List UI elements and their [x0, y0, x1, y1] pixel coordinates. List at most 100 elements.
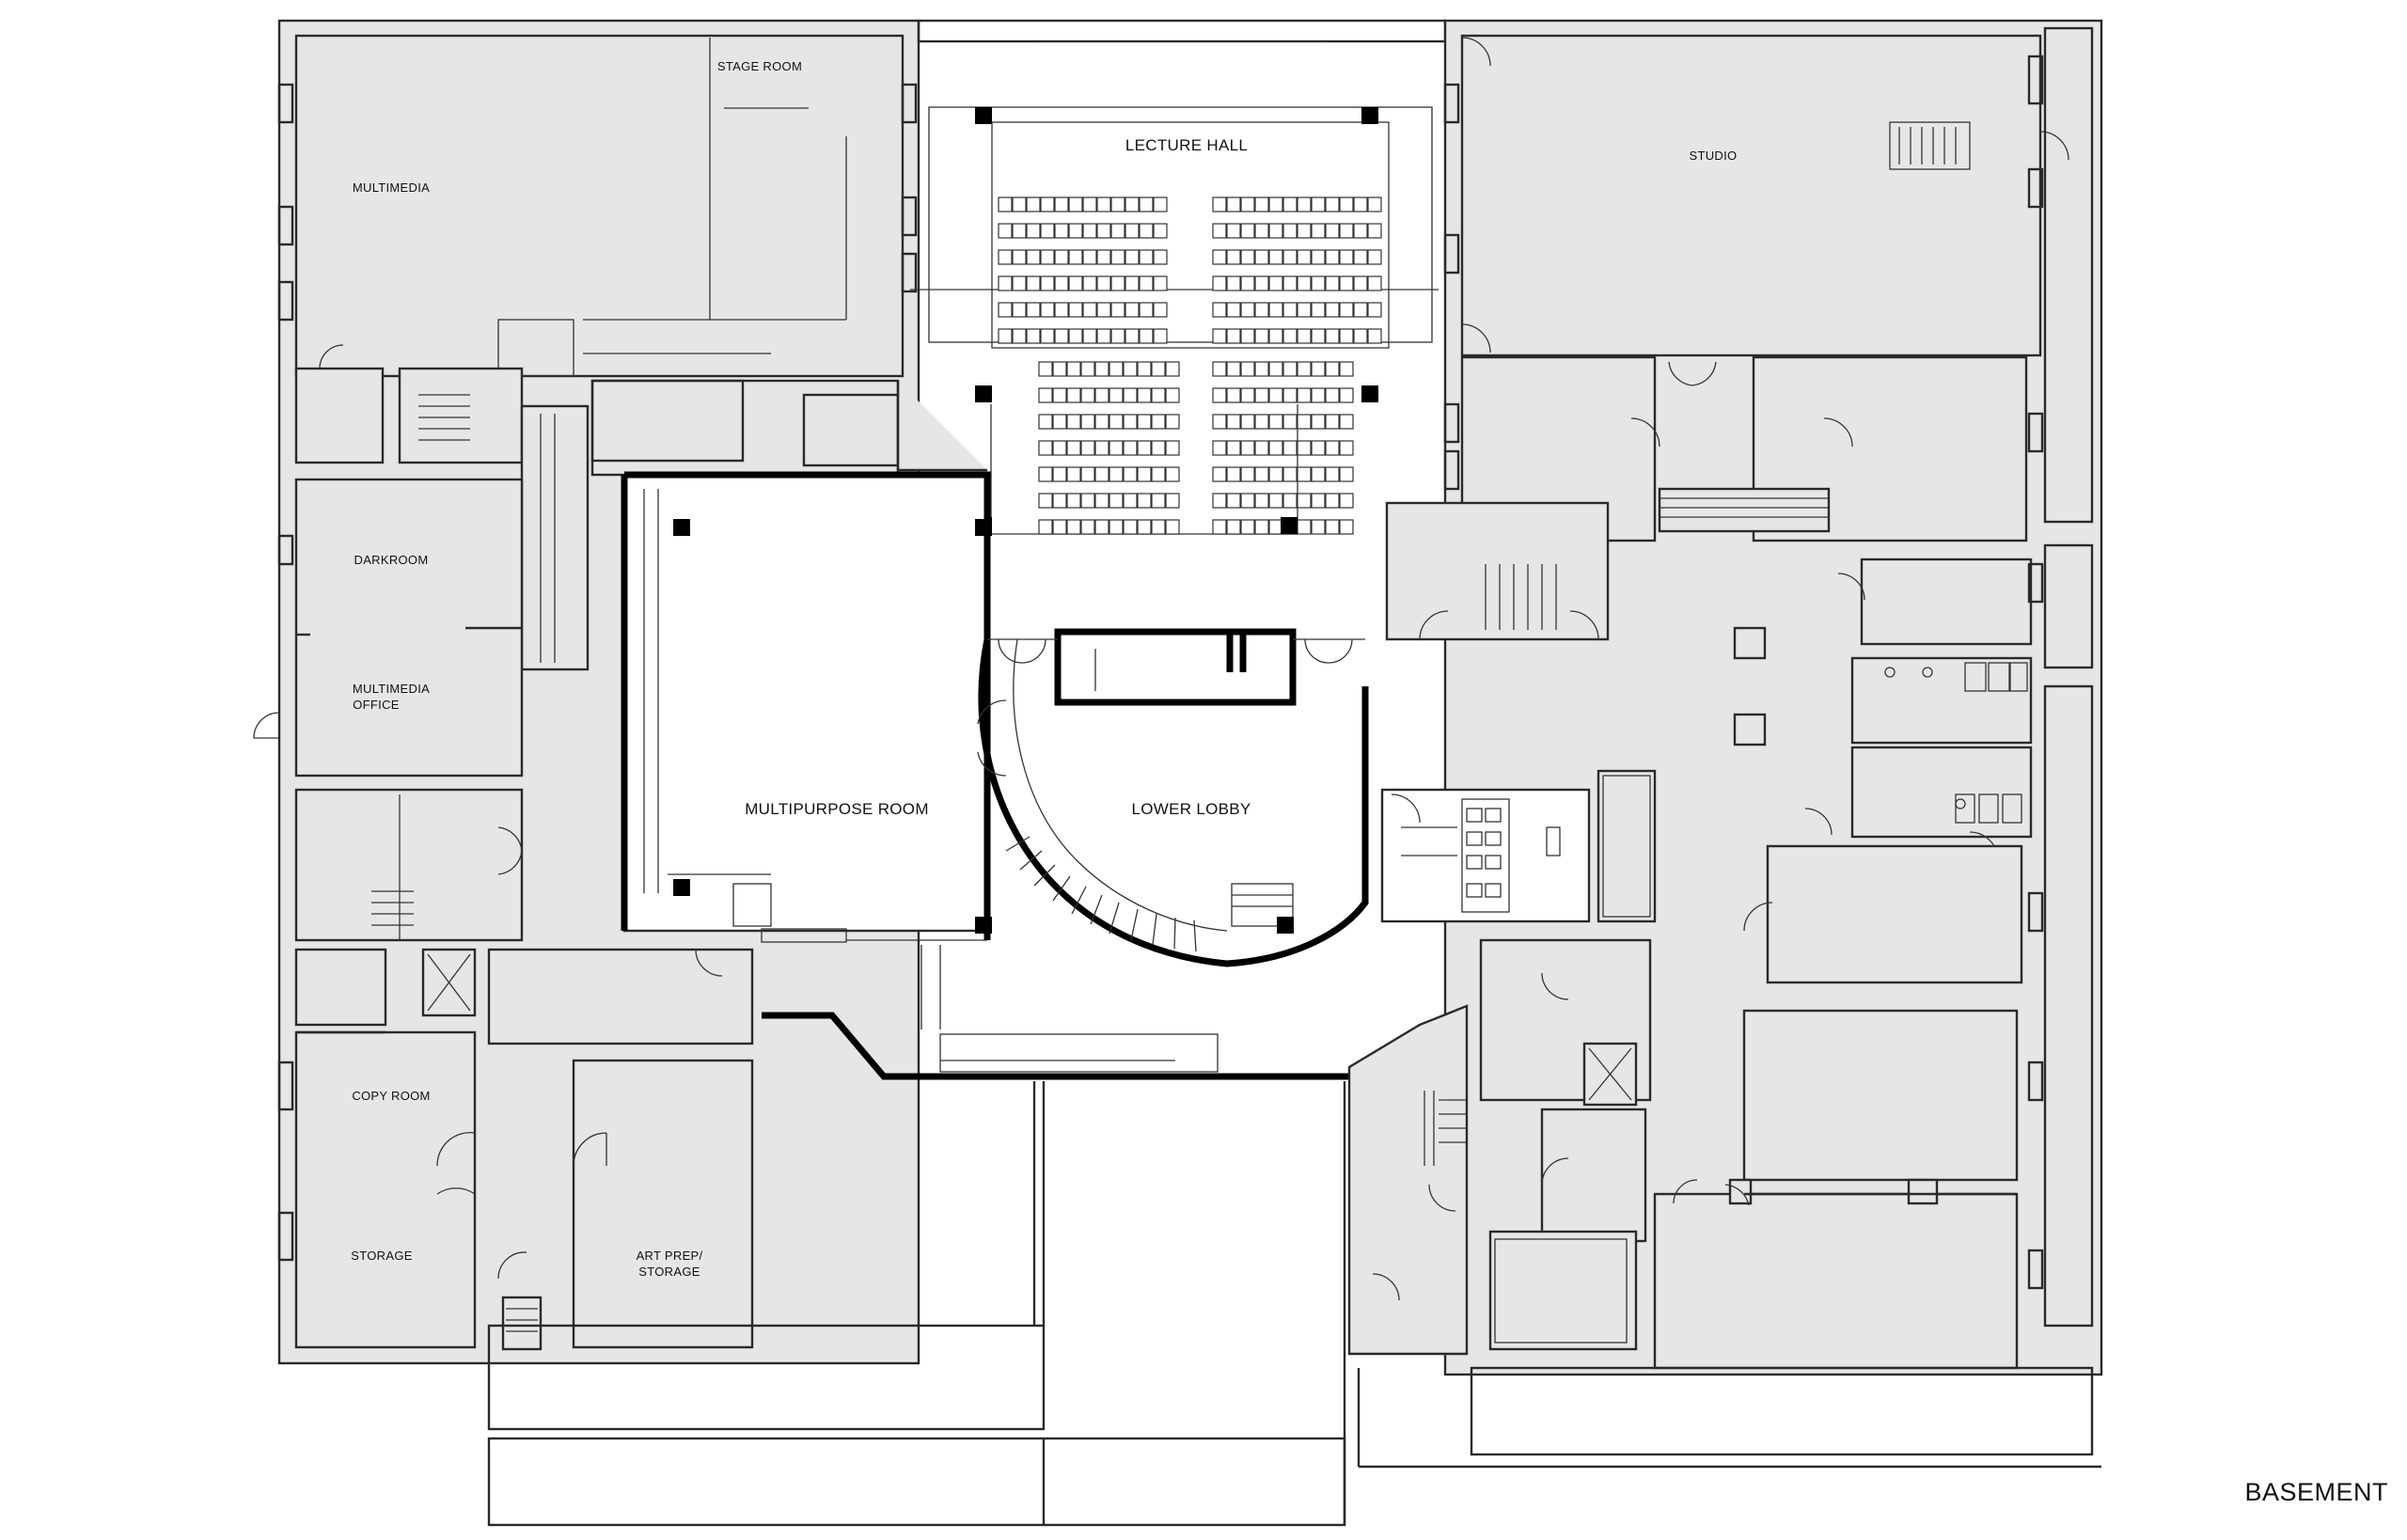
seat [1240, 196, 1255, 212]
seat [1026, 223, 1041, 239]
seat [1038, 466, 1053, 482]
seat [1082, 302, 1097, 318]
seat [1068, 196, 1083, 212]
seat [1125, 302, 1140, 318]
seat [1125, 223, 1140, 239]
seat [1125, 249, 1140, 265]
seat [1038, 519, 1053, 535]
seat [1311, 466, 1326, 482]
seat [1254, 493, 1269, 509]
seat [1212, 223, 1227, 239]
seat [1240, 249, 1255, 265]
seat [1353, 223, 1368, 239]
seat [1339, 519, 1354, 535]
seat [1268, 387, 1283, 403]
seat [1068, 275, 1083, 291]
seat [1066, 519, 1081, 535]
seat [1240, 387, 1255, 403]
seat [1325, 249, 1340, 265]
seat [1109, 493, 1124, 509]
seat [1254, 249, 1269, 265]
seat [1094, 466, 1109, 482]
seat [1123, 466, 1138, 482]
seat [1339, 414, 1354, 430]
seat [1297, 196, 1312, 212]
column [1277, 917, 1294, 934]
seat [1297, 414, 1312, 430]
seat [1012, 196, 1027, 212]
seat [1052, 440, 1067, 456]
seat [1040, 328, 1055, 344]
seat [1282, 387, 1298, 403]
seat [1123, 387, 1138, 403]
seat [1297, 223, 1312, 239]
seat [1123, 519, 1138, 535]
seat [1282, 466, 1298, 482]
seat [1139, 249, 1154, 265]
seat [1282, 328, 1298, 344]
seat [1139, 223, 1154, 239]
seat [1297, 387, 1312, 403]
seat [1240, 493, 1255, 509]
seat [1080, 361, 1095, 377]
seat [1026, 196, 1041, 212]
seat [1254, 387, 1269, 403]
seat [1282, 223, 1298, 239]
seat [1080, 414, 1095, 430]
seat [1096, 328, 1111, 344]
seat [1066, 414, 1081, 430]
seat [1066, 361, 1081, 377]
seat [1094, 440, 1109, 456]
seat [1297, 249, 1312, 265]
seat [1082, 196, 1097, 212]
seat [1268, 249, 1283, 265]
seat [1297, 328, 1312, 344]
seat [1226, 275, 1241, 291]
seat [1038, 387, 1053, 403]
multimedia-room [294, 34, 905, 378]
seat [1080, 519, 1095, 535]
seat [1325, 361, 1340, 377]
seat [1096, 302, 1111, 318]
seat [1254, 328, 1269, 344]
seat [1012, 328, 1027, 344]
seat [1212, 249, 1227, 265]
seat [1240, 223, 1255, 239]
seat [1339, 493, 1354, 509]
column [975, 385, 992, 402]
seat [1325, 414, 1340, 430]
south-court [487, 1081, 1346, 1527]
seat [1282, 493, 1298, 509]
seat [1137, 440, 1152, 456]
seat [1325, 466, 1340, 482]
stair-room [294, 788, 524, 942]
seat [1226, 387, 1241, 403]
seat [1268, 519, 1283, 535]
seat [1123, 414, 1138, 430]
seat [1226, 414, 1241, 430]
seat [1151, 387, 1166, 403]
seat [1339, 466, 1354, 482]
seat [1268, 440, 1283, 456]
seat [1311, 493, 1326, 509]
seat [998, 275, 1013, 291]
seat [998, 328, 1013, 344]
seat [1109, 387, 1124, 403]
lower-lobby [762, 628, 1369, 1080]
seat [1123, 361, 1138, 377]
seat [1268, 196, 1283, 212]
seat [1311, 223, 1326, 239]
seat [1153, 223, 1168, 239]
east-wing [1347, 19, 2103, 1469]
seat [1052, 493, 1067, 509]
seat [1268, 328, 1283, 344]
seat [1094, 361, 1109, 377]
seat [1325, 440, 1340, 456]
label-multimedia: MULTIMEDIA [353, 181, 430, 195]
seat [1109, 414, 1124, 430]
seat [1240, 328, 1255, 344]
seat [1367, 223, 1382, 239]
seat [1254, 440, 1269, 456]
seat [1367, 275, 1382, 291]
seat [1268, 414, 1283, 430]
